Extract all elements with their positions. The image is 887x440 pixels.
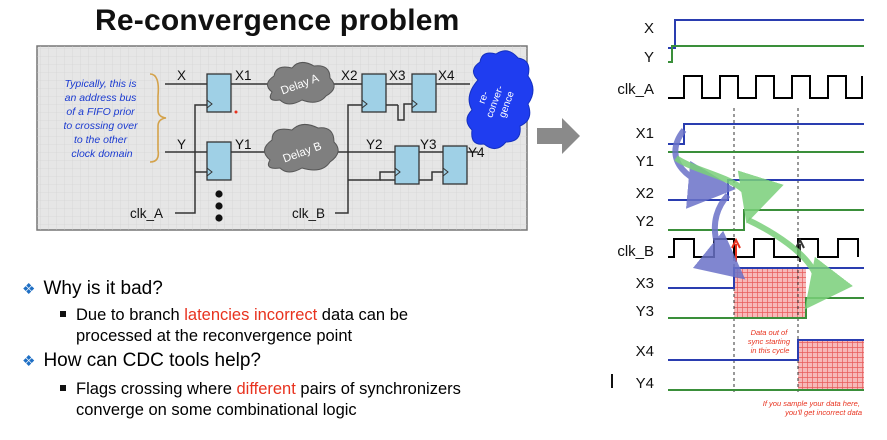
diamond-bullet-icon: ❖ <box>22 353 36 370</box>
flop-x1 <box>206 73 232 113</box>
green-curve-arrow-2 <box>746 217 853 310</box>
delay-b-cloud <box>264 124 339 173</box>
circuit-note: Typically, this is an address bus of a F… <box>63 78 140 160</box>
timing-label-x2: X2 <box>636 185 654 202</box>
label-x2: X2 <box>341 68 358 83</box>
page-title: Re-convergence problem <box>95 4 460 37</box>
square-bullet-icon <box>60 384 66 391</box>
flop-y4 <box>442 145 468 185</box>
label-y: Y <box>177 137 186 152</box>
wave-x2 <box>668 179 864 201</box>
wave-clk-b <box>668 238 859 258</box>
timing-label-y3: Y3 <box>636 303 654 320</box>
timing-label-y: Y <box>644 49 654 66</box>
delay-a-cloud <box>267 62 335 105</box>
wave-x3 <box>668 267 864 289</box>
ellipsis-dots <box>215 190 223 222</box>
wave-clk-a <box>668 75 863 99</box>
bullet-answer-2: Flags crossing where different pairs of … <box>60 379 461 421</box>
label-clk-a: clk_A <box>130 206 163 221</box>
wave-y <box>668 45 864 63</box>
blue-curve-arrow-2 <box>692 192 746 280</box>
flop-y1 <box>206 141 232 181</box>
square-bullet-icon <box>60 310 66 317</box>
label-clk-b: clk_B <box>292 206 325 221</box>
timing-label-x: X <box>644 20 654 37</box>
timing-label-x3: X3 <box>636 275 654 292</box>
timing-label-y2: Y2 <box>636 213 654 230</box>
flip-flops <box>206 73 468 185</box>
black-up-arrow-icon <box>795 237 805 262</box>
timing-label-y1: Y1 <box>636 153 654 170</box>
flop-y3 <box>394 145 420 185</box>
hatch-box-1 <box>734 268 806 318</box>
label-y1: Y1 <box>235 137 252 152</box>
circuit-diagram: Typically, this is an address bus of a F… <box>36 45 580 231</box>
timing-label-y4: Y4 <box>636 375 654 392</box>
wave-x4 <box>668 339 864 361</box>
label-x1: X1 <box>235 68 252 83</box>
hatch-box-2 <box>798 340 864 390</box>
wave-y3 <box>668 297 864 319</box>
timing-label-clk-b: clk_B <box>617 243 654 260</box>
bullet-answer-1: Due to branch latencies incorrect data c… <box>60 305 408 347</box>
wave-y2 <box>668 209 864 231</box>
note-sample-warning: If you sample your data here, you'll get… <box>763 399 862 417</box>
label-y2: Y2 <box>366 137 383 152</box>
wires <box>165 83 478 214</box>
wave-x <box>668 19 864 49</box>
label-x4: X4 <box>438 68 455 83</box>
note-out-of-sync: Data out of sync starting in this cycle <box>748 328 792 355</box>
diamond-bullet-icon: ❖ <box>22 281 36 298</box>
flop-x4 <box>411 73 437 113</box>
timing-label-clk-a: clk_A <box>617 81 654 98</box>
flop-x3 <box>361 73 387 113</box>
bullet-why: ❖Why is it bad? <box>22 278 163 299</box>
label-x: X <box>177 68 186 83</box>
label-y3: Y3 <box>420 137 437 152</box>
label-x3: X3 <box>389 68 406 83</box>
green-curve-arrow-1 <box>674 155 784 224</box>
timing-label-x1: X1 <box>636 125 654 142</box>
label-y4: Y4 <box>468 145 485 160</box>
wave-x1 <box>668 123 864 145</box>
brace <box>149 73 167 163</box>
right-arrow-icon <box>537 118 580 154</box>
red-up-arrow-icon <box>731 237 741 262</box>
bullet-how: ❖How can CDC tools help? <box>22 350 261 371</box>
timing-label-x4: X4 <box>636 343 654 360</box>
blue-curve-arrow-1 <box>672 128 736 209</box>
reconvergence-cloud <box>466 50 534 149</box>
